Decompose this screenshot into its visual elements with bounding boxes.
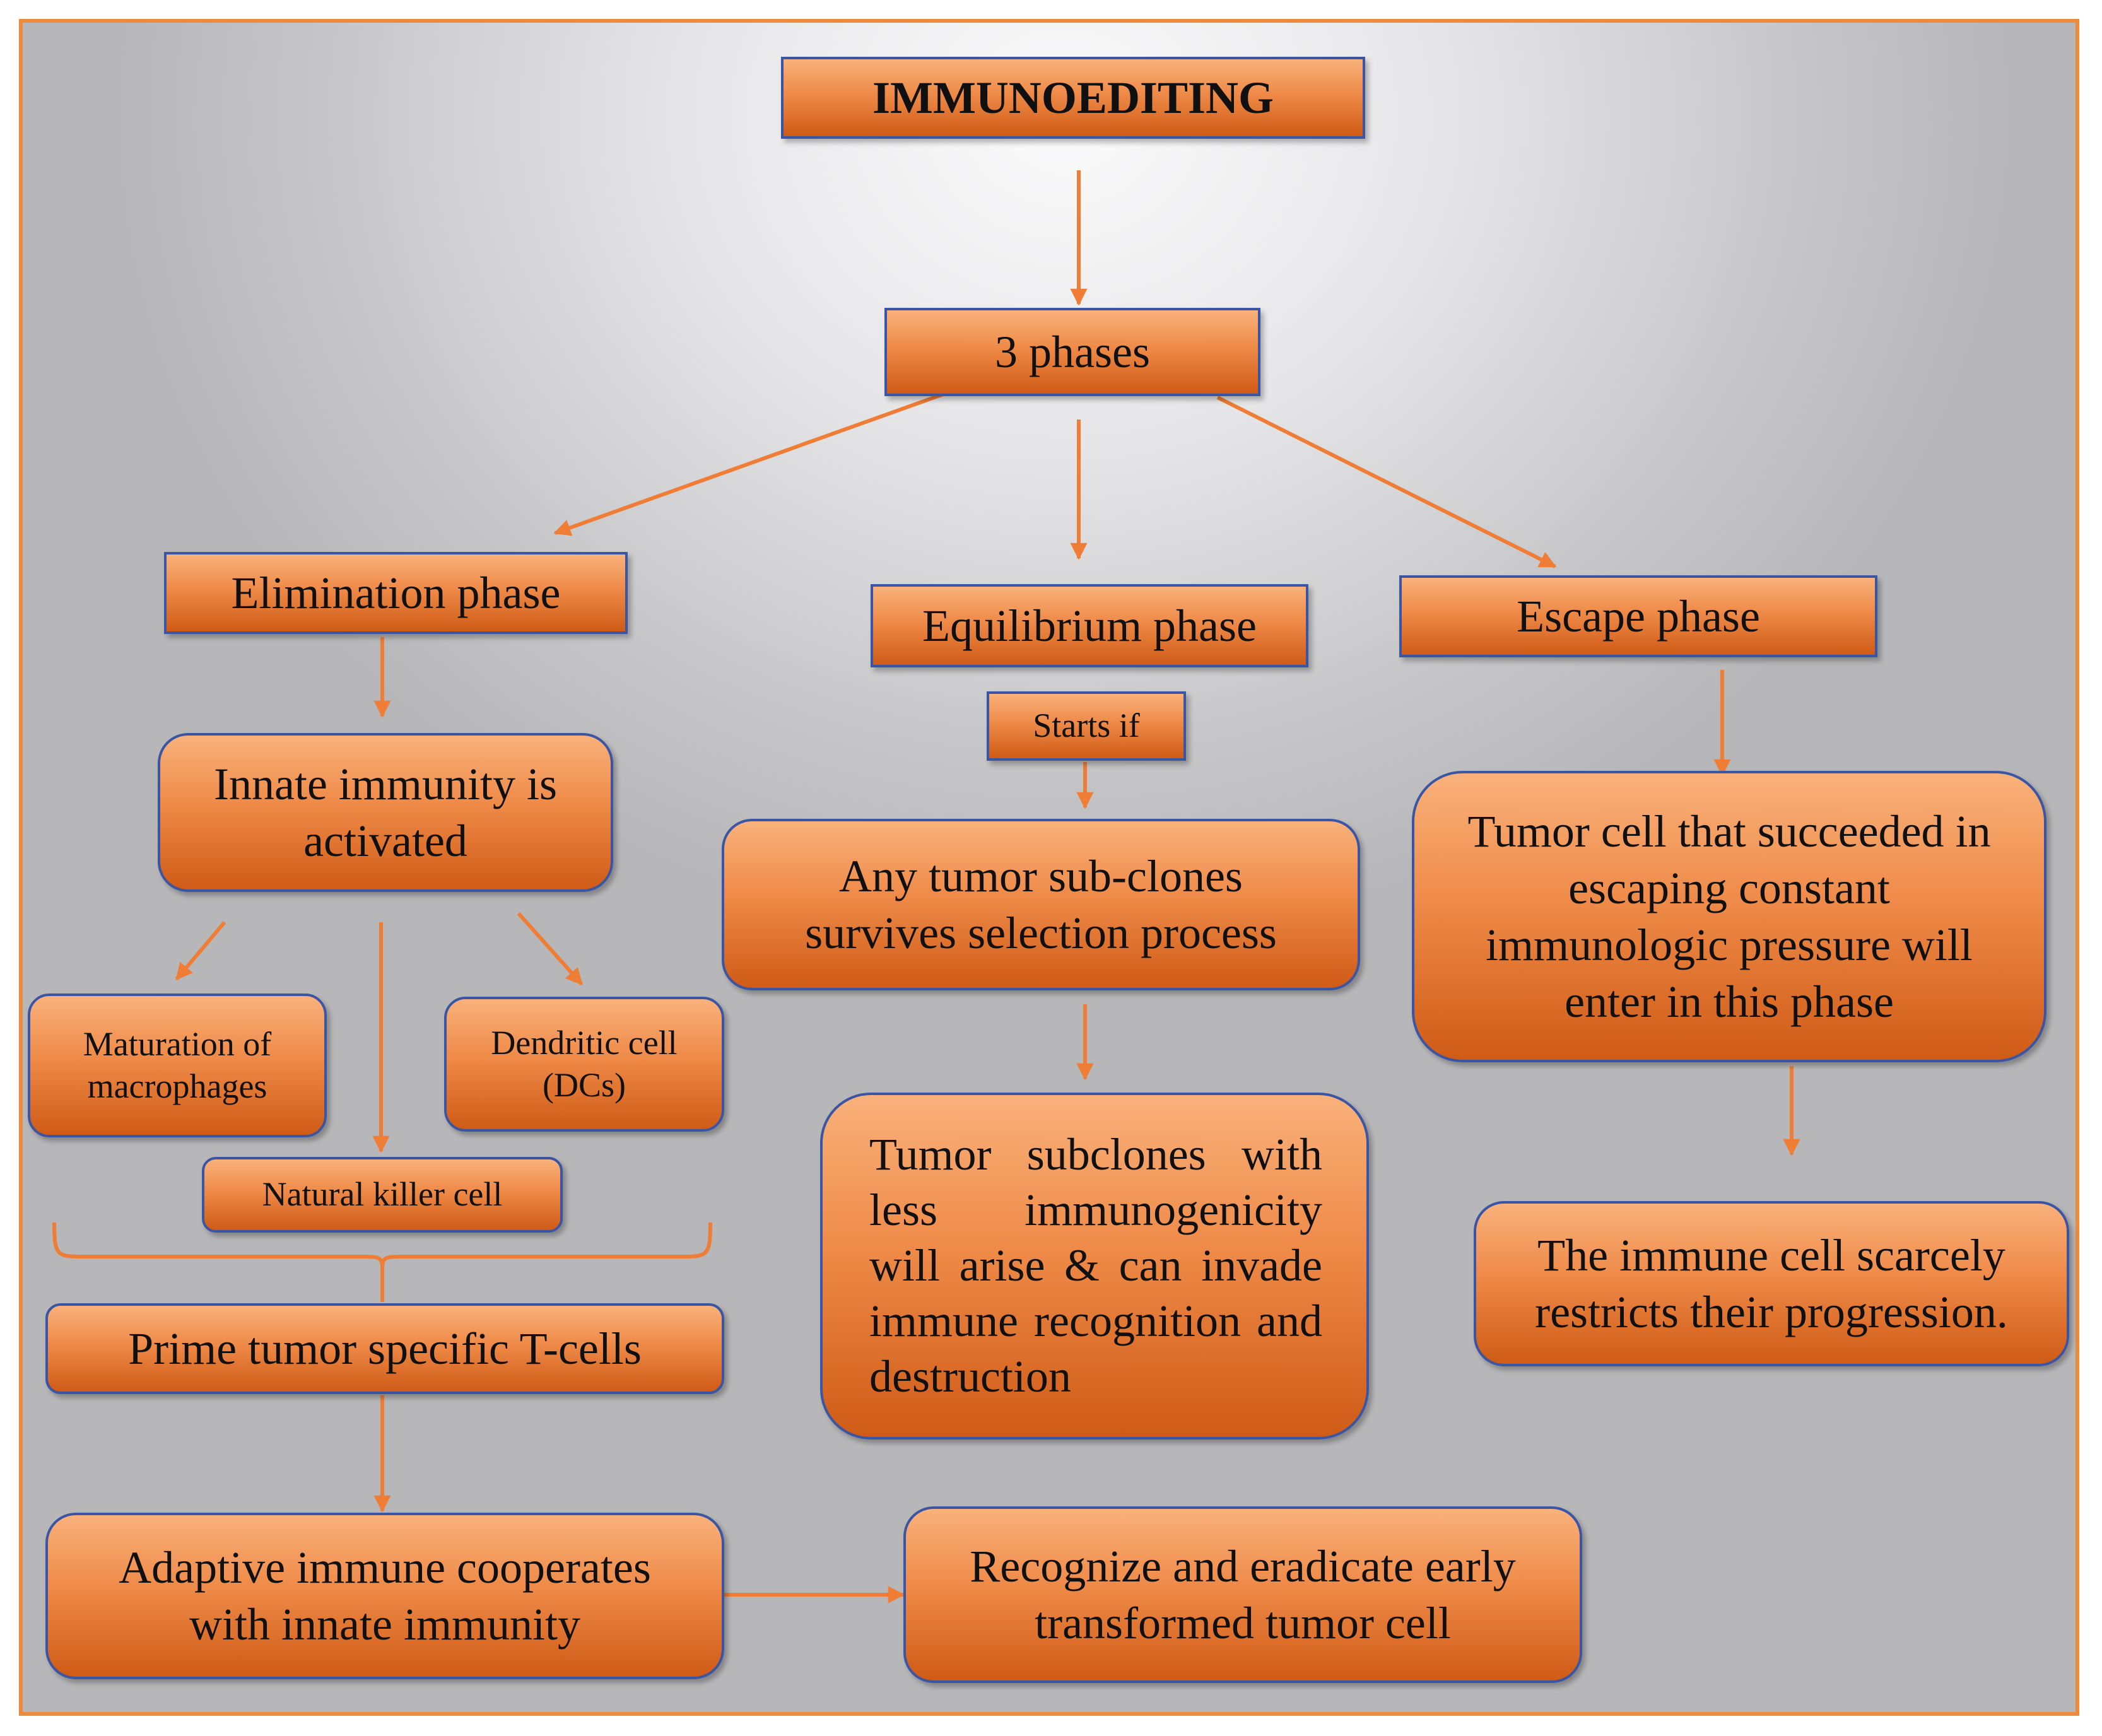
phases-box: 3 phases: [884, 308, 1260, 396]
equilibrium-phase-label: Equilibrium phase: [922, 601, 1257, 651]
arrow-phases-to-escape: [1216, 396, 1557, 568]
escape-succeeded-box: Tumor cell that succeeded in escaping co…: [1412, 771, 2046, 1062]
less-immunogenicity-box: Tumor subclones with less immunogenicity…: [820, 1093, 1369, 1440]
escape-phase-label: Escape phase: [1517, 591, 1760, 642]
scarcely-restricts-label: The immune cell scarcely restricts their…: [1535, 1230, 2008, 1337]
elimination-phase-box: Elimination phase: [164, 552, 628, 634]
starts-if-box: Starts if: [987, 691, 1186, 761]
arrow-innate-to-macrophages: [175, 921, 226, 981]
escape-succeeded-label: Tumor cell that succeeded in escaping co…: [1467, 806, 1991, 1027]
adaptive-immune-label: Adaptive immune cooperates with innate i…: [119, 1542, 651, 1650]
dendritic-cell-box: Dendritic cell (DCs): [444, 997, 724, 1132]
natural-killer-box: Natural killer cell: [202, 1157, 563, 1233]
title-label: IMMUNOEDITING: [872, 73, 1274, 123]
recognize-eradicate-box: Recognize and eradicate early transforme…: [903, 1506, 1582, 1683]
macrophages-box: Maturation of macrophages: [28, 994, 327, 1137]
natural-killer-label: Natural killer cell: [262, 1175, 503, 1214]
arrow-phases-to-elimination: [553, 392, 944, 536]
macrophages-label: Maturation of macrophages: [83, 1024, 272, 1106]
equilibrium-phase-box: Equilibrium phase: [871, 584, 1308, 667]
scarcely-restricts-box: The immune cell scarcely restricts their…: [1474, 1201, 2069, 1366]
subclones-survive-label: Any tumor sub-clones survives selection …: [805, 851, 1277, 958]
prime-tcells-label: Prime tumor specific T-cells: [128, 1323, 642, 1374]
adaptive-immune-box: Adaptive immune cooperates with innate i…: [45, 1513, 724, 1679]
innate-immunity-box: Innate immunity is activated: [158, 733, 613, 892]
escape-phase-box: Escape phase: [1399, 575, 1877, 657]
recognize-eradicate-label: Recognize and eradicate early transforme…: [970, 1541, 1516, 1648]
dendritic-cell-label: Dendritic cell (DCs): [491, 1023, 678, 1105]
title-box: IMMUNOEDITING: [781, 57, 1365, 139]
starts-if-label: Starts if: [1033, 707, 1140, 745]
elimination-phase-label: Elimination phase: [231, 568, 561, 618]
prime-tcells-box: Prime tumor specific T-cells: [45, 1303, 724, 1394]
innate-immunity-label: Innate immunity is activated: [214, 759, 557, 866]
arrow-innate-to-dendritic: [517, 912, 584, 986]
less-immunogenicity-label: Tumor subclones with less immunogenicity…: [869, 1129, 1322, 1402]
phases-label: 3 phases: [995, 327, 1150, 377]
subclones-survive-box: Any tumor sub-clones survives selection …: [722, 819, 1360, 990]
